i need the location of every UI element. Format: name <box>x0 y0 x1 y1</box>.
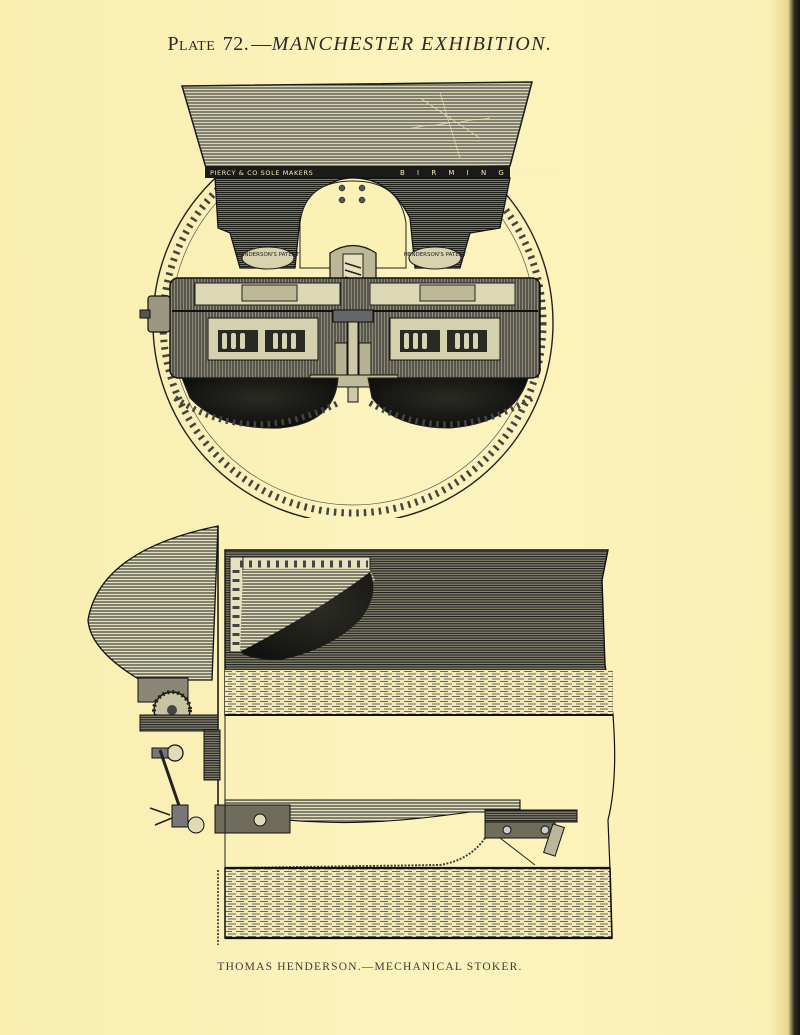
hopper-side <box>87 525 219 681</box>
maker-plate-right: B I R M I N G H A M <box>400 169 562 177</box>
coal-hopper <box>181 81 533 169</box>
plate-label: Plate <box>167 33 216 55</box>
grate-front-bracket <box>214 804 291 834</box>
grate-window-right <box>389 317 501 361</box>
bevel-gear <box>332 309 374 323</box>
furnace-left <box>181 377 339 429</box>
grate-rear-bracket <box>484 809 578 823</box>
chain <box>229 837 486 869</box>
coal-heap <box>240 572 374 660</box>
boiler-shell-lower <box>224 867 613 939</box>
figure-side-section <box>80 520 630 950</box>
maker-plate-left: PIERCY & CO SOLE MAKERS <box>210 169 313 177</box>
svg-text:HENDERSON'S PATENT: HENDERSON'S PATENT <box>237 252 300 258</box>
plate-title: Plate 72.—MANCHESTER EXHIBITION. <box>0 33 720 56</box>
plate-number: 72. <box>222 33 250 55</box>
drive-gearing <box>137 677 221 834</box>
svg-text:HENDERSON'S PATENT: HENDERSON'S PATENT <box>404 252 467 258</box>
drive-pulley <box>147 295 171 333</box>
figure-end-elevation: PIERCY & CO SOLE MAKERS B I R M I N G H … <box>130 78 580 524</box>
patent-badge-left <box>241 246 295 270</box>
plate-dash: — <box>251 33 272 55</box>
grate-window-left <box>207 317 319 361</box>
hopper-necks <box>214 177 511 269</box>
plate-subtitle: MANCHESTER EXHIBITION. <box>271 33 553 55</box>
furnace-right <box>367 377 529 429</box>
plate-caption: THOMAS HENDERSON.—MECHANICAL STOKER. <box>217 961 523 973</box>
patent-badge-right <box>408 246 462 270</box>
